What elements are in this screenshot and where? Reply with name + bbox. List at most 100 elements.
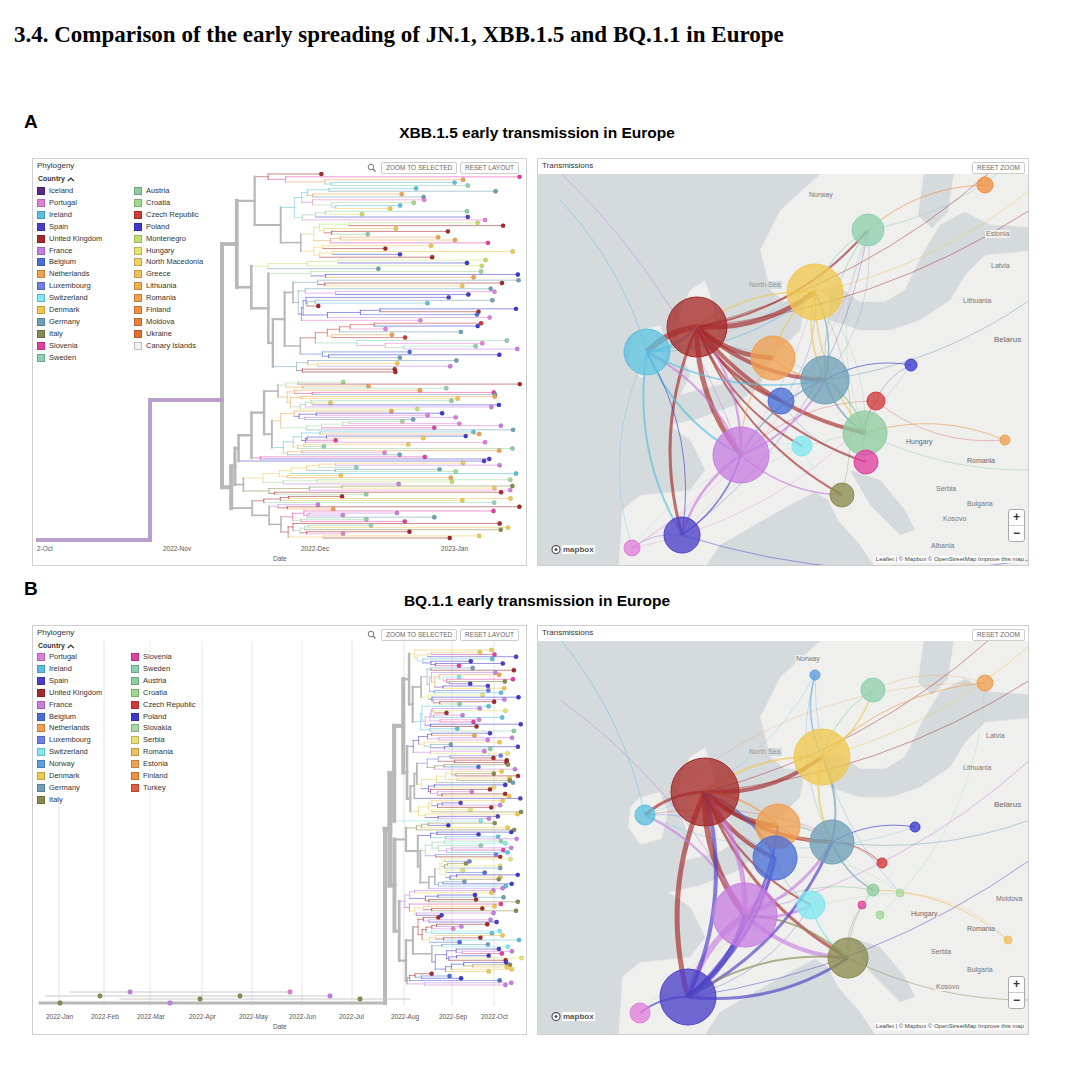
tree-tip [471,275,475,279]
tree-branch [330,242,488,243]
tree-tip [499,691,503,695]
legend-label: Montenegro [146,234,186,244]
tree-branch [278,385,286,386]
axis-tick: 2022-Mar [136,1013,166,1020]
legend-item: Poland [134,222,171,232]
tree-tip [390,332,394,336]
tree-branch [40,1002,385,1005]
tree-branch [308,360,457,361]
tree-branch [415,892,492,893]
legend-label: United Kingdom [49,688,102,698]
tree-branch [148,400,152,540]
tree-tip [513,767,517,771]
legend-swatch [37,223,45,231]
legend-swatch [131,665,139,673]
tree-tip [364,517,368,521]
tree-branch [298,314,301,315]
tree-branch [415,973,432,974]
tree-branch [418,919,423,920]
tree-branch [422,824,429,825]
tree-tip [397,453,401,457]
tree-branch [305,402,311,403]
tree-branch [342,488,494,489]
tree-tip [508,478,512,482]
legend-label: Luxembourg [49,281,91,291]
legend-item: Moldova [134,317,176,327]
legend-label: Lithuania [146,281,176,291]
phylogeny-tree [38,172,522,540]
map-sea [850,470,915,535]
tree-branch [451,964,463,965]
legend-swatch [37,784,45,792]
tree-branch [436,935,503,936]
tree-branch [340,240,454,241]
tree-tip [473,893,477,897]
tree-branch [308,525,371,526]
tree-branch [436,782,513,783]
zoom-button: + [1009,977,1024,993]
tree-branch [325,211,467,212]
map-logo: mapbox [562,545,595,554]
tree-tip [366,232,370,236]
tree-tip [468,682,472,686]
tree-branch [383,829,387,1003]
tree-branch [239,461,485,462]
tree-branch [430,730,514,731]
tree-branch [302,452,385,453]
tree-branch [322,351,409,352]
tree-branch [251,457,260,458]
legend-item: Czech Republic [131,700,198,710]
tree-branch [288,536,323,537]
legend-swatch [37,270,45,278]
tree-tip [479,843,483,847]
legend-swatch [37,235,45,243]
tree-tip [511,780,515,784]
tree-branch [320,257,433,258]
tree-branch [429,876,435,878]
tree-branch [293,447,297,448]
tree-branch [273,318,285,320]
tree-tip [457,702,461,706]
tree-branch [413,953,432,955]
tree-branch [462,951,512,952]
tree-tip [458,801,462,805]
tree-branch [423,909,431,910]
tree-tip [485,738,489,742]
tree-branch [278,504,318,505]
map [538,174,1028,565]
tree-branch [444,766,478,767]
country-bubble [810,820,854,864]
tree-branch [293,282,318,283]
transmission-line [825,300,1028,380]
tree-branch [425,845,432,846]
tree-tip [331,507,335,511]
axis-tick: 2022-Feb [90,1013,120,1020]
tree-branch [438,850,446,851]
tree-branch [427,759,438,760]
tree-branch [443,685,488,686]
tree-tip [446,229,450,233]
tree-tip [501,895,505,899]
legend-label: Austria [146,186,169,196]
tree-branch [260,458,489,459]
legend-label: Finland [143,771,168,781]
tree-tip [341,532,345,536]
tree-tip [503,841,507,845]
tree-tip [494,920,498,924]
tree-branch [357,345,385,346]
tree-tip [510,249,514,253]
tree-tip [339,473,343,477]
legend-item: Belgium [37,257,78,267]
tree-branch [437,795,442,796]
tree-branch [434,787,494,788]
country-bubble [810,670,820,680]
tree-tip [485,922,489,926]
tree-branch [432,800,503,801]
legend-label: Moldova [146,317,174,327]
tree-branch [385,347,403,348]
tree-branch [440,703,460,704]
legend-item: Italy [37,795,65,805]
tree-branch [336,205,400,206]
legend-label: Italy [49,329,63,339]
legend-item: Romania [134,293,178,303]
